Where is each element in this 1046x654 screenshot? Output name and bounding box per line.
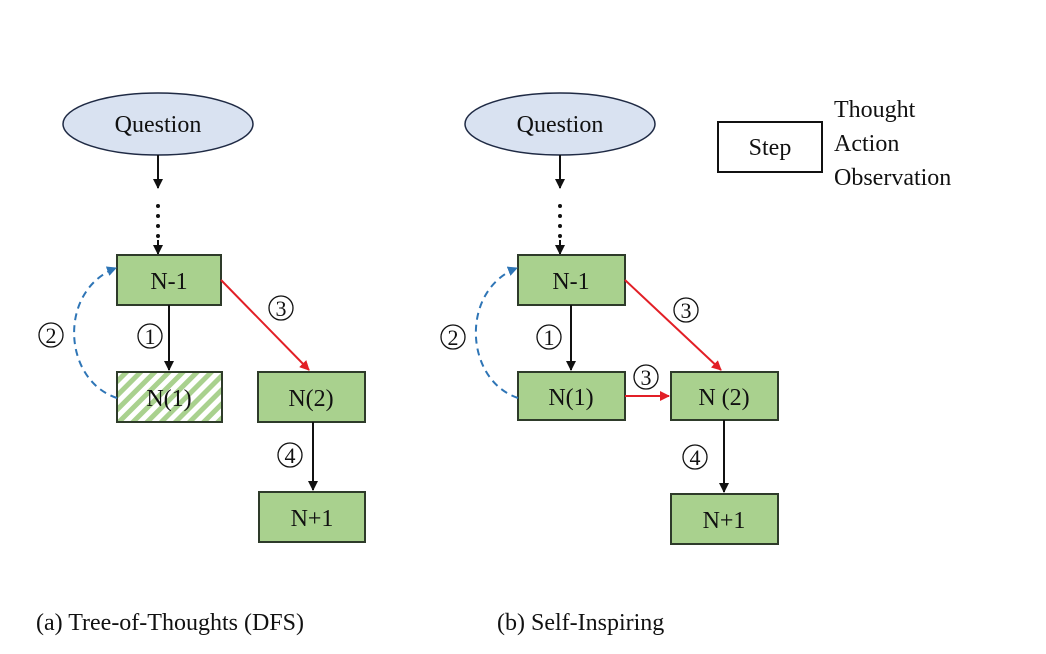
legend-step-box — [717, 121, 823, 173]
node-n-plus-1-label-a: N+1 — [291, 506, 334, 532]
node-n-plus-1-label-b: N+1 — [703, 508, 746, 534]
legend-field-thought: Thought — [834, 97, 916, 123]
legend-field-action: Action — [834, 131, 899, 157]
step4-circle-b — [682, 444, 708, 470]
dashed-backtrack-arrow-b — [474, 266, 519, 399]
ellipsis-dots-a — [156, 204, 160, 238]
legend-step-label: Step — [749, 135, 792, 161]
step4-label-b: 4 — [690, 445, 701, 470]
node-n-plus-1-a — [258, 491, 366, 543]
step3-circle-diagonal-b — [673, 297, 699, 323]
step2-circle-a — [38, 322, 64, 348]
step2-label-a: 2 — [46, 323, 57, 348]
step3-circle-horizontal-b — [633, 364, 659, 390]
step2-circle-b — [440, 324, 466, 350]
step3-label-diagonal-b: 3 — [681, 298, 692, 323]
step3-circle-a — [268, 295, 294, 321]
ellipsis-dots-b — [558, 204, 562, 238]
node-n-plus-1-b — [670, 493, 779, 545]
step4-circle-a — [277, 442, 303, 468]
caption-b: (b) Self-Inspiring — [497, 610, 664, 636]
legend-field-observation: Observation — [834, 165, 951, 191]
step4-label-a: 4 — [285, 443, 296, 468]
legend: Step Thought Action Observation — [717, 97, 951, 191]
red-arrow-step3-a — [220, 279, 310, 371]
node-n-minus-1-label-b: N-1 — [552, 269, 589, 295]
panel-a: Question N-1 1 N(1) 2 3 N(2) 4 N+1 (a) T… — [36, 92, 366, 636]
node-n2-label-a: N(2) — [288, 386, 333, 412]
node-n1-label-a: N(1) — [146, 386, 191, 412]
step3-label-horizontal-b: 3 — [641, 365, 652, 390]
step2-label-b: 2 — [448, 325, 459, 350]
dashed-backtrack-arrow-a — [73, 266, 118, 399]
node-n1-b — [517, 371, 626, 421]
panel-b: Question N-1 1 N(1) 2 3 3 N (2) 4 N+ — [440, 92, 779, 636]
node-n2-a — [257, 371, 366, 423]
step1-circle-a — [137, 323, 163, 349]
question-label-b: Question — [517, 112, 604, 138]
node-n-minus-1-label-a: N-1 — [150, 269, 187, 295]
step1-circle-b — [536, 324, 562, 350]
step3-label-a: 3 — [276, 296, 287, 321]
node-n1-label-b: N(1) — [548, 385, 593, 411]
question-label-a: Question — [115, 112, 202, 138]
step1-label-a: 1 — [145, 324, 156, 349]
node-n2-label-b: N (2) — [698, 385, 749, 411]
caption-a: (a) Tree-of-Thoughts (DFS) — [36, 610, 304, 636]
step1-label-b: 1 — [544, 325, 555, 350]
red-arrow-step3-diagonal-b — [624, 279, 722, 371]
